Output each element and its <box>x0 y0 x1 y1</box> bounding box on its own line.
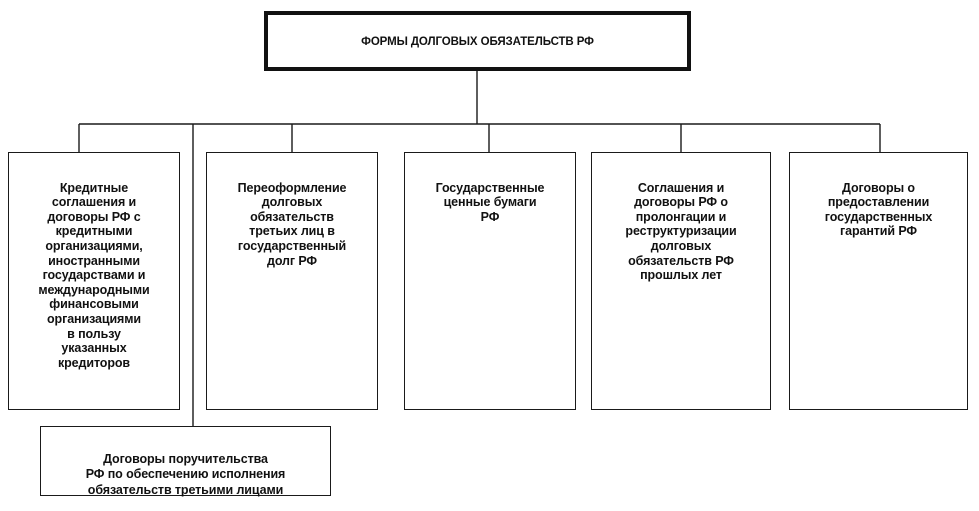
child-label-credit-agreements: Кредитные соглашения и договоры РФ с кре… <box>38 180 150 370</box>
child-box-government-securities: Государственные ценные бумаги РФ <box>404 152 576 410</box>
child-box-state-guarantees: Договоры о предоставлении государственны… <box>789 152 968 410</box>
child-label-state-guarantees: Договоры о предоставлении государственны… <box>824 180 933 239</box>
bottom-label-surety-agreements: Договоры поручительства РФ по обеспечени… <box>85 451 286 497</box>
bottom-box-surety-agreements: Договоры поручительства РФ по обеспечени… <box>40 426 331 497</box>
child-box-credit-agreements: Кредитные соглашения и договоры РФ с кре… <box>8 152 180 410</box>
root-box: ФОРМЫ ДОЛГОВЫХ ОБЯЗАТЕЛЬСТВ РФ <box>264 11 691 71</box>
child-box-prolongation-agreements: Соглашения и договоры РФ о пролонгации и… <box>591 152 771 410</box>
child-box-reissue-obligations: Переоформление долговых обязательств тре… <box>206 152 378 410</box>
child-label-government-securities: Государственные ценные бумаги РФ <box>435 180 545 224</box>
child-label-prolongation-agreements: Соглашения и договоры РФ о пролонгации и… <box>625 180 737 283</box>
child-label-reissue-obligations: Переоформление долговых обязательств тре… <box>237 180 347 268</box>
root-label: ФОРМЫ ДОЛГОВЫХ ОБЯЗАТЕЛЬСТВ РФ <box>361 35 594 48</box>
